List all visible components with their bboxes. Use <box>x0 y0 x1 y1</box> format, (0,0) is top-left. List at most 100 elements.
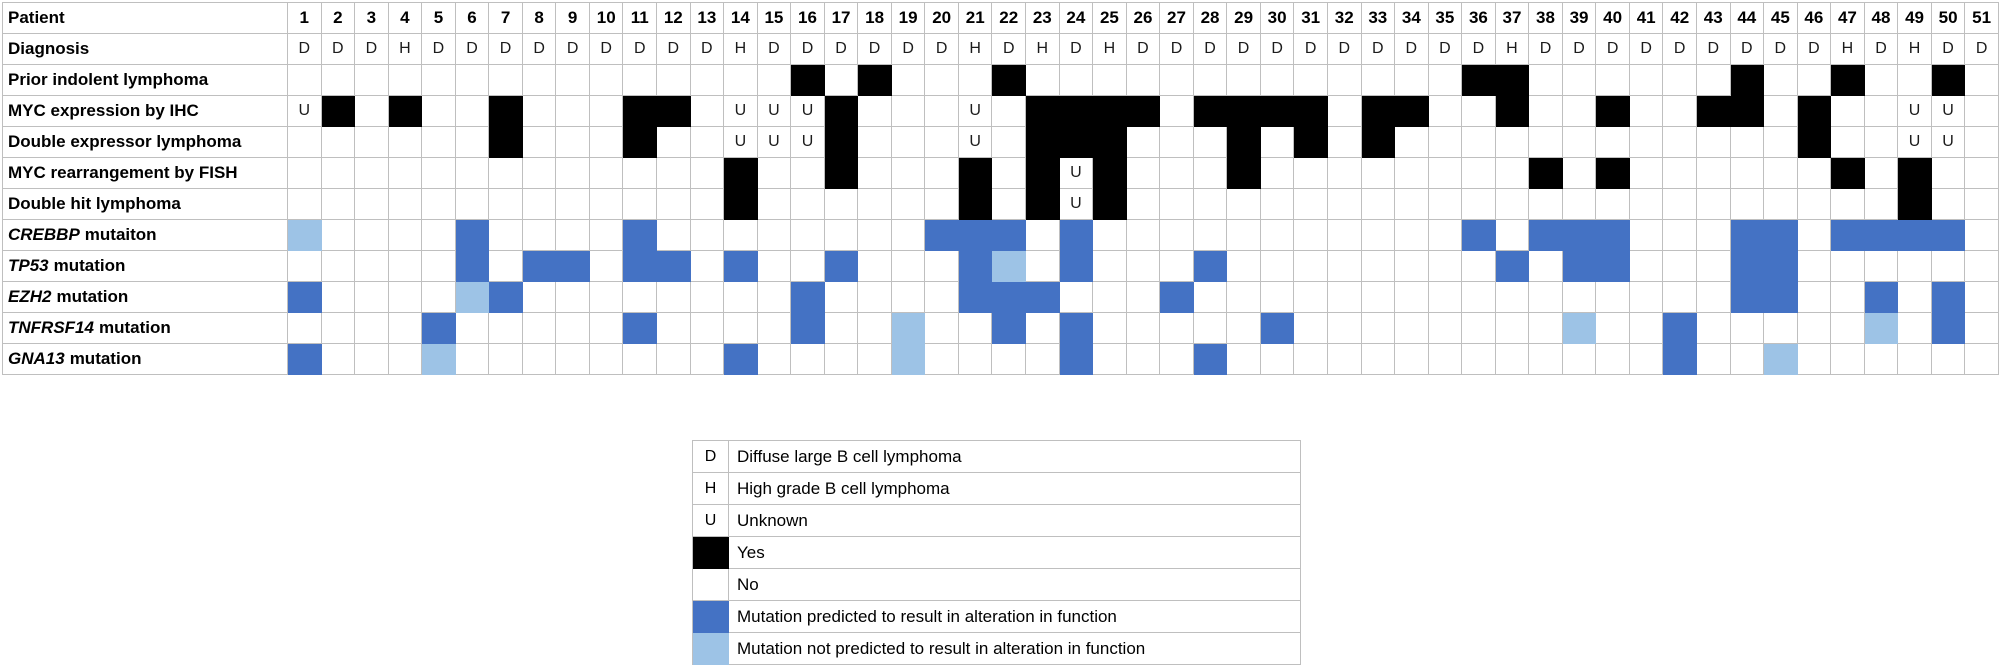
flag-cell-double_hit-25 <box>1093 189 1127 220</box>
flag-cell-double_hit-37 <box>1495 189 1530 220</box>
mutation-cell-tnfrsf14-39 <box>1562 313 1597 344</box>
mutation-cell-crebbp-13 <box>690 220 725 251</box>
flag-cell-myc_ihc-26 <box>1126 96 1161 127</box>
mutation-cell-tp53-20 <box>925 251 959 282</box>
mutation-cell-tp53-37 <box>1495 251 1530 282</box>
flag-cell-double_expressor-48 <box>1864 127 1899 158</box>
flag-cell-myc_fish-37 <box>1495 158 1530 189</box>
mutation-cell-ezh2-30 <box>1260 282 1295 313</box>
mutation-cell-tnfrsf14-14 <box>724 313 758 344</box>
mutation-cell-gna13-45 <box>1764 344 1798 375</box>
diagnosis-cell-diagnosis-13: D <box>690 34 725 65</box>
flag-cell-prior_indolent-16 <box>791 65 825 96</box>
mutation-cell-crebbp-24 <box>1059 220 1094 251</box>
mutation-cell-crebbp-9 <box>556 220 590 251</box>
mutation-cell-crebbp-17 <box>824 220 859 251</box>
diagnosis-cell-diagnosis-33: D <box>1361 34 1396 65</box>
flag-cell-myc_ihc-20 <box>925 96 959 127</box>
mutation-cell-ezh2-48 <box>1864 282 1899 313</box>
flag-cell-myc_ihc-16: U <box>791 96 825 127</box>
flag-cell-double_expressor-7 <box>489 127 523 158</box>
flag-cell-double_hit-43 <box>1696 189 1731 220</box>
flag-cell-prior_indolent-8 <box>522 65 557 96</box>
mutation-cell-tnfrsf14-21 <box>958 313 993 344</box>
mutation-cell-gna13-4 <box>388 344 423 375</box>
flag-cell-double_expressor-36 <box>1462 127 1496 158</box>
flag-cell-myc_ihc-11 <box>623 96 658 127</box>
mutation-cell-crebbp-19 <box>891 220 926 251</box>
flag-cell-double_hit-12 <box>657 189 691 220</box>
flag-cell-myc_ihc-36 <box>1462 96 1496 127</box>
flag-cell-prior_indolent-25 <box>1093 65 1127 96</box>
mutation-cell-ezh2-37 <box>1495 282 1530 313</box>
flag-cell-double_hit-45 <box>1764 189 1798 220</box>
mutation-cell-ezh2-29 <box>1227 282 1261 313</box>
mutation-cell-tnfrsf14-6 <box>455 313 490 344</box>
flag-cell-myc_fish-15 <box>757 158 792 189</box>
mutation-cell-tp53-28 <box>1193 251 1228 282</box>
flag-cell-prior_indolent-40 <box>1596 65 1630 96</box>
flag-cell-prior_indolent-18 <box>858 65 892 96</box>
flag-cell-double_expressor-18 <box>858 127 892 158</box>
mutation-cell-tnfrsf14-35 <box>1428 313 1463 344</box>
flag-cell-double_expressor-40 <box>1596 127 1630 158</box>
flag-cell-double_hit-2 <box>321 189 356 220</box>
mutation-cell-gna13-1 <box>288 344 322 375</box>
row-label-diagnosis: Diagnosis <box>3 34 288 65</box>
flag-cell-myc_fish-47 <box>1831 158 1865 189</box>
mutation-cell-gna13-35 <box>1428 344 1463 375</box>
mutation-cell-tp53-3 <box>355 251 389 282</box>
patient-number-patient-33: 33 <box>1361 3 1396 34</box>
flag-cell-myc_fish-13 <box>690 158 725 189</box>
patient-number-patient-12: 12 <box>657 3 691 34</box>
flag-cell-prior_indolent-28 <box>1193 65 1228 96</box>
flag-cell-double_hit-51 <box>1965 189 1999 220</box>
mutation-cell-crebbp-18 <box>858 220 892 251</box>
flag-cell-myc_ihc-46 <box>1797 96 1832 127</box>
patient-number-patient-24: 24 <box>1059 3 1094 34</box>
flag-cell-double_hit-14 <box>724 189 758 220</box>
mutation-cell-ezh2-51 <box>1965 282 1999 313</box>
diagnosis-cell-diagnosis-45: D <box>1764 34 1798 65</box>
flag-cell-myc_fish-24: U <box>1059 158 1094 189</box>
patient-number-patient-4: 4 <box>388 3 423 34</box>
patient-number-patient-28: 28 <box>1193 3 1228 34</box>
mutation-cell-tnfrsf14-16 <box>791 313 825 344</box>
flag-cell-myc_fish-12 <box>657 158 691 189</box>
flag-cell-double_hit-19 <box>891 189 926 220</box>
flag-cell-double_expressor-30 <box>1260 127 1295 158</box>
patient-number-patient-3: 3 <box>355 3 389 34</box>
mutation-cell-ezh2-36 <box>1462 282 1496 313</box>
mutation-cell-crebbp-48 <box>1864 220 1899 251</box>
patient-number-patient-43: 43 <box>1696 3 1731 34</box>
flag-cell-double_hit-6 <box>455 189 490 220</box>
flag-cell-double_expressor-6 <box>455 127 490 158</box>
flag-cell-double_hit-28 <box>1193 189 1228 220</box>
flag-cell-double_hit-26 <box>1126 189 1161 220</box>
mutation-cell-gna13-51 <box>1965 344 1999 375</box>
mutation-cell-tnfrsf14-10 <box>589 313 624 344</box>
flag-cell-double_expressor-26 <box>1126 127 1161 158</box>
patient-number-patient-11: 11 <box>623 3 658 34</box>
mutation-cell-gna13-26 <box>1126 344 1161 375</box>
diagnosis-cell-diagnosis-32: D <box>1327 34 1362 65</box>
mutation-cell-crebbp-39 <box>1562 220 1597 251</box>
diagnosis-cell-diagnosis-27: D <box>1160 34 1194 65</box>
flag-cell-myc_ihc-29 <box>1227 96 1261 127</box>
mutation-cell-gna13-3 <box>355 344 389 375</box>
flag-cell-myc_ihc-5 <box>422 96 456 127</box>
diagnosis-cell-diagnosis-5: D <box>422 34 456 65</box>
patient-number-patient-9: 9 <box>556 3 590 34</box>
flag-cell-myc_fish-3 <box>355 158 389 189</box>
mutation-cell-crebbp-25 <box>1093 220 1127 251</box>
mutation-cell-gna13-36 <box>1462 344 1496 375</box>
mutation-cell-ezh2-39 <box>1562 282 1597 313</box>
mutation-cell-crebbp-2 <box>321 220 356 251</box>
diagnosis-cell-diagnosis-25: H <box>1093 34 1127 65</box>
flag-cell-prior_indolent-37 <box>1495 65 1530 96</box>
flag-cell-myc_ihc-34 <box>1395 96 1429 127</box>
mutation-cell-tp53-41 <box>1629 251 1664 282</box>
mutation-cell-gna13-12 <box>657 344 691 375</box>
mutation-cell-tnfrsf14-19 <box>891 313 926 344</box>
